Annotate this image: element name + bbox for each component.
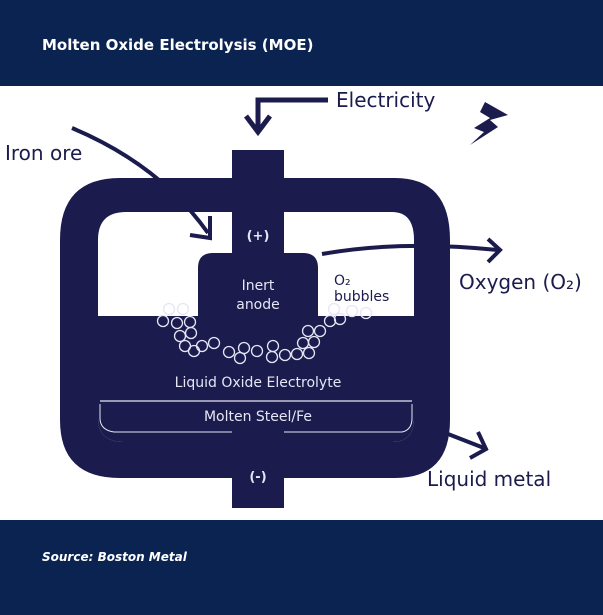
iron-ore-arrow (71, 126, 210, 235)
cathode-terminal-label: (-) (249, 470, 266, 485)
electricity-arrowhead (244, 114, 272, 137)
electricity-arrow (255, 97, 328, 128)
o2-bubbles-label-1: O₂ (334, 273, 351, 289)
anode-terminal-label: (+) (247, 229, 270, 244)
o2-bubbles (156, 302, 373, 365)
footer-band: Source: Boston Metal (0, 520, 603, 615)
moe-diagram: Electricity Iron ore (+) Inert anode O₂ … (5, 88, 582, 508)
iron-ore-arrowhead (189, 216, 212, 241)
liquid-metal-label: Liquid metal (427, 467, 551, 491)
inert-anode-label-1: Inert (242, 278, 275, 294)
electrolyte-label: Liquid Oxide Electrolyte (175, 375, 342, 391)
header-band: Molten Oxide Electrolysis (MOE) (0, 0, 603, 86)
vessel-wall (60, 178, 450, 478)
iron-ore-label: Iron ore (5, 141, 82, 165)
oxygen-label: Oxygen (O₂) (459, 270, 582, 294)
page-title: Molten Oxide Electrolysis (MOE) (42, 36, 314, 54)
o2-bubbles-label-2: bubbles (334, 289, 389, 305)
inert-anode (198, 253, 318, 330)
inert-anode-label-2: anode (236, 297, 280, 313)
electricity-label: Electricity (336, 88, 436, 112)
molten-steel-label: Molten Steel/Fe (204, 409, 312, 425)
liquid-metal-arrowhead (469, 431, 489, 460)
oxygen-arrowhead (486, 237, 503, 264)
steel-outline (99, 404, 413, 433)
electrolyte-layer (98, 316, 414, 402)
cathode-terminal (232, 440, 284, 508)
anode-terminal (232, 150, 284, 260)
lightning-icon (470, 102, 508, 145)
liquid-metal-arrow (447, 432, 485, 450)
source-credit: Source: Boston Metal (42, 550, 187, 564)
oxygen-arrow (321, 243, 499, 256)
